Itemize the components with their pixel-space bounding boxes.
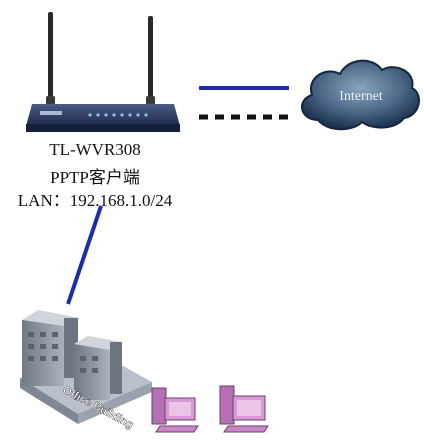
- router-antenna-right: [146, 16, 155, 108]
- pc-left: [151, 387, 199, 433]
- office-building: Office Building: [20, 310, 152, 432]
- internet-cloud-label: Internet: [339, 89, 383, 104]
- router-antenna-left: [46, 12, 55, 108]
- office-tower-left: [22, 320, 64, 386]
- router-device: [26, 12, 180, 132]
- router-model-label: TL-WVR308: [49, 140, 141, 159]
- pc-right: [219, 385, 269, 433]
- router-led-lights: [88, 113, 148, 117]
- router-body: [26, 104, 180, 126]
- router-role-label: PPTP客户端: [50, 168, 140, 187]
- router-lan-label: LAN：192.168.1.0/24: [17, 191, 173, 210]
- lan-link: [66, 205, 103, 305]
- internet-cloud: Internet: [301, 59, 420, 131]
